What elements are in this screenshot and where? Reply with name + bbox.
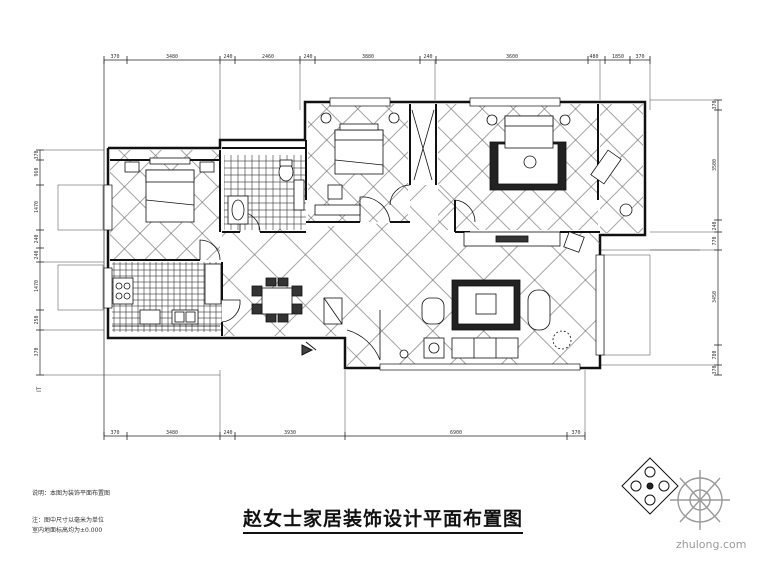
dimension-label: 960 <box>34 167 40 176</box>
dimension-label: 3600 <box>506 54 518 60</box>
dimension-labels-bottom: 370 3480 240 3930 6900 370 <box>110 430 580 436</box>
note-line: 说明：本图为装饰平面布置图 <box>32 490 111 497</box>
dimension-label: 3500 <box>712 159 718 171</box>
watermark-text: zhulong.com <box>676 538 747 551</box>
dimension-label: 370 <box>712 365 718 374</box>
dimension-label: 770 <box>712 236 718 245</box>
dimension-frame <box>36 56 722 440</box>
dimension-label: 3880 <box>362 54 374 60</box>
entry-arrow-icon <box>301 341 317 356</box>
sofa-set <box>399 279 572 359</box>
dimension-label: 240 <box>712 221 718 230</box>
dimension-label: 1850 <box>612 54 624 60</box>
dimension-label: 240 <box>423 54 432 60</box>
bed-master <box>486 114 571 191</box>
dimension-label: 2460 <box>262 54 274 60</box>
interior-walls <box>110 104 600 336</box>
dimension-labels-right: 370 3500 240 770 3450 780 370 <box>712 100 718 374</box>
windows <box>103 97 605 371</box>
kitchen-counter <box>112 263 222 327</box>
dimension-label: 370 <box>110 430 119 436</box>
entry-cabinet <box>323 297 343 325</box>
zhulong-logo-icon <box>670 470 730 530</box>
dimension-label: 240 <box>223 54 232 60</box>
dimension-labels-left: 370 960 1470 240 240 1470 250 370 <box>34 150 40 356</box>
dimension-label: 370 <box>712 100 718 109</box>
doors <box>199 109 476 361</box>
dimension-label: 250 <box>34 315 40 324</box>
dimension-label: 370 <box>34 347 40 356</box>
dimension-label: 240 <box>223 430 232 436</box>
dimension-label: 3480 <box>166 54 178 60</box>
dimension-label: 6900 <box>450 430 462 436</box>
dimension-label: 370 <box>571 430 580 436</box>
dimension-label: 480 <box>589 54 598 60</box>
note-line: 注：图中尺寸以毫米为单位 <box>32 517 105 524</box>
lounge-chair <box>590 149 633 217</box>
dimension-labels-top: 370 3480 240 2460 240 3880 240 3600 480 1850 370 <box>110 54 644 60</box>
drawing-title: 赵女士家居装饰设计平面布置图 <box>243 504 524 534</box>
bathroom-fixtures <box>227 159 305 225</box>
dimension-label: 370 <box>34 150 40 159</box>
dimension-label: 240 <box>34 234 40 243</box>
side-mark: IT <box>36 386 43 392</box>
dining-table <box>251 277 303 323</box>
note-line: 室内地面标高均为±0.000 <box>32 527 103 534</box>
bed-middle <box>314 112 400 216</box>
compass-rose-icon <box>621 457 679 515</box>
dimension-label: 370 <box>635 54 644 60</box>
dimension-label: 240 <box>34 250 40 259</box>
dimension-label: 3450 <box>712 291 718 303</box>
dimension-label: 240 <box>303 54 312 60</box>
dimension-label: 370 <box>110 54 119 60</box>
dimension-label: 780 <box>712 350 718 359</box>
bed-left <box>124 157 215 223</box>
tv-cabinet <box>463 231 585 253</box>
dimension-label: 1470 <box>34 280 40 292</box>
dimension-label: 1470 <box>34 201 40 213</box>
dimension-label: 3480 <box>166 430 178 436</box>
dimension-label: 3930 <box>284 430 296 436</box>
